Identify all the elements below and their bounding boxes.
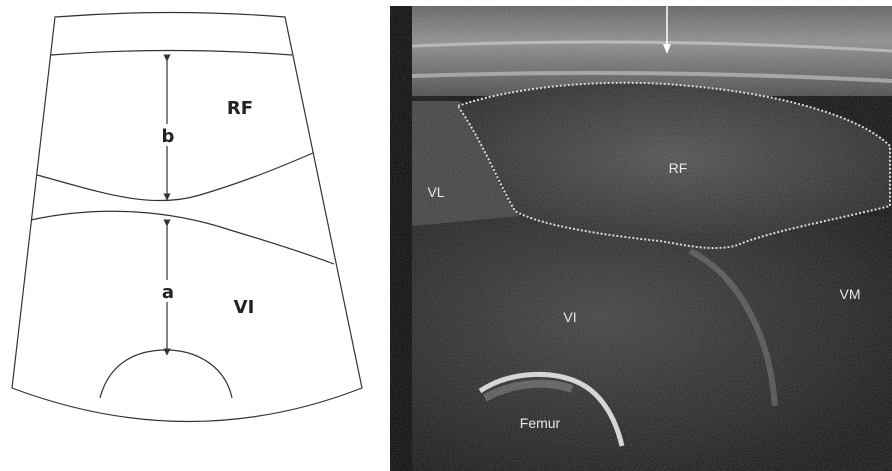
- label-distance-b: b: [162, 126, 175, 147]
- us-label-vm: VM: [840, 286, 861, 302]
- label-distance-a: a: [162, 282, 174, 303]
- us-label-femur: Femur: [520, 415, 561, 431]
- subcutaneous-boundary: [51, 51, 292, 56]
- label-vi: VI: [234, 297, 255, 318]
- ultrasound-image: RF VL VM VI Femur: [390, 6, 892, 471]
- vi-upper-boundary: [31, 211, 334, 264]
- label-rf: RF: [227, 98, 253, 119]
- rf-lower-boundary: [37, 153, 313, 201]
- femur-outline: [100, 350, 232, 398]
- us-label-vl: VL: [427, 184, 444, 200]
- sector-outline: [12, 13, 362, 422]
- schematic-diagram: b a RF VI: [0, 0, 380, 471]
- us-label-rf: RF: [669, 160, 688, 176]
- us-label-vi: VI: [563, 309, 576, 325]
